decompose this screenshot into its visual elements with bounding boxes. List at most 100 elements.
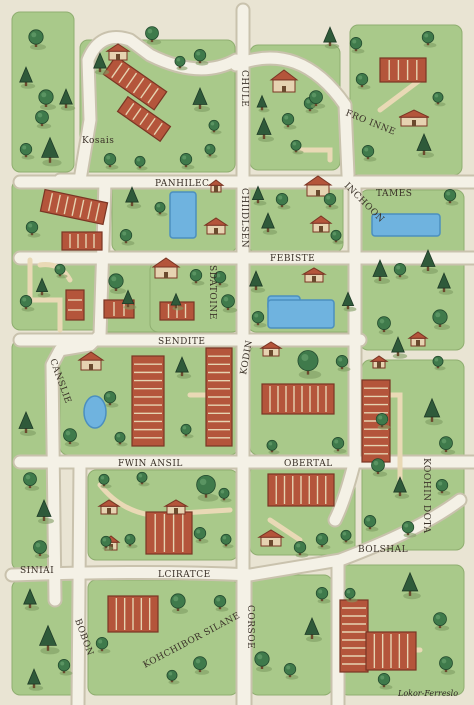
label-south-west-center: FWIN ANSIL: [118, 459, 183, 469]
label-east-vertical-south: KOOHIN DOTA: [421, 458, 431, 533]
conifer-tree: [38, 624, 60, 655]
round-tree: [33, 540, 50, 559]
round-tree: [166, 669, 180, 685]
label-central-small: SDATOINE: [207, 265, 217, 320]
round-tree: [435, 479, 451, 496]
round-tree: [28, 29, 46, 50]
label-east-road: TAMES: [376, 189, 412, 199]
conifer-tree: [423, 397, 443, 426]
water-features: [83, 191, 441, 429]
building-house: [163, 499, 189, 515]
round-tree: [355, 73, 371, 90]
pond-north: [169, 191, 197, 239]
round-tree: [100, 535, 114, 551]
round-tree: [208, 119, 222, 135]
round-tree: [363, 515, 379, 532]
round-tree: [124, 533, 138, 549]
round-tree: [401, 521, 417, 538]
round-tree: [283, 663, 299, 680]
round-tree: [119, 229, 135, 246]
round-tree: [218, 487, 232, 503]
round-tree: [103, 153, 119, 170]
building-hall: [61, 231, 103, 251]
round-tree: [340, 529, 354, 545]
building-house: [407, 331, 429, 347]
building-house: [203, 217, 229, 235]
conifer-tree: [19, 66, 36, 89]
round-tree: [335, 355, 351, 372]
conifer-tree: [261, 212, 278, 235]
conifer-tree: [401, 571, 421, 600]
round-tree: [204, 143, 218, 159]
round-tree: [375, 413, 391, 430]
conifer-tree: [249, 270, 266, 293]
conifer-tree: [391, 336, 408, 359]
building-house: [105, 43, 131, 61]
round-tree: [432, 309, 450, 330]
conifer-tree: [372, 258, 390, 284]
label-central-north-left: PANHILEC: [155, 179, 209, 189]
building-hall: [39, 188, 109, 226]
round-tree: [193, 49, 209, 66]
round-tree: [103, 391, 119, 408]
conifer-tree: [125, 186, 142, 209]
round-tree: [220, 533, 234, 549]
pond-center: [267, 299, 335, 329]
conifer-tree: [93, 52, 110, 75]
building-hall: [267, 473, 335, 507]
round-tree: [421, 31, 437, 48]
building-hall: [261, 383, 335, 415]
pond-east: [371, 213, 441, 237]
building-house: [301, 267, 327, 283]
round-tree: [114, 431, 128, 447]
round-tree: [290, 139, 304, 155]
building-hall: [145, 511, 193, 555]
round-tree: [193, 656, 210, 675]
round-tree: [393, 263, 409, 280]
label-south-west-edge: SINIAI: [20, 566, 54, 576]
building-house: [309, 215, 333, 233]
round-tree: [35, 110, 52, 129]
pond-west: [83, 395, 107, 429]
label-central-vertical: CHIIDLSEN: [239, 188, 249, 248]
round-tree: [275, 193, 291, 210]
building-house: [398, 109, 430, 127]
building-hall: [339, 599, 369, 673]
label-north-west-district: Kosais: [82, 136, 114, 146]
round-tree: [19, 143, 35, 160]
round-tree: [443, 189, 459, 206]
round-tree: [439, 436, 456, 455]
round-tree: [179, 153, 195, 170]
round-tree: [432, 355, 446, 371]
conifer-tree: [323, 26, 340, 49]
round-tree: [221, 294, 238, 313]
round-tree: [63, 428, 80, 447]
round-tree: [361, 145, 377, 162]
conifer-tree: [437, 272, 454, 295]
round-tree: [293, 541, 309, 558]
round-tree: [170, 593, 188, 614]
conifer-tree: [40, 136, 62, 167]
building-house: [77, 351, 105, 371]
building-house: [259, 341, 283, 357]
conifer-tree: [341, 291, 357, 312]
trees: [18, 26, 459, 691]
conifer-tree: [36, 498, 54, 524]
building-house: [151, 257, 181, 279]
round-tree: [57, 659, 73, 676]
round-tree: [189, 269, 205, 286]
label-south-east: BOLSHAL: [358, 545, 408, 555]
round-tree: [309, 90, 326, 109]
conifer-tree: [251, 185, 267, 206]
round-tree: [330, 229, 344, 245]
building-house: [269, 69, 299, 93]
building-house: [257, 529, 285, 547]
conifer-tree: [35, 277, 51, 298]
round-tree: [377, 316, 394, 335]
round-tree: [344, 587, 358, 603]
label-central-mid: FEBISTE: [270, 254, 315, 264]
round-tree: [193, 527, 209, 544]
round-tree: [251, 311, 267, 328]
